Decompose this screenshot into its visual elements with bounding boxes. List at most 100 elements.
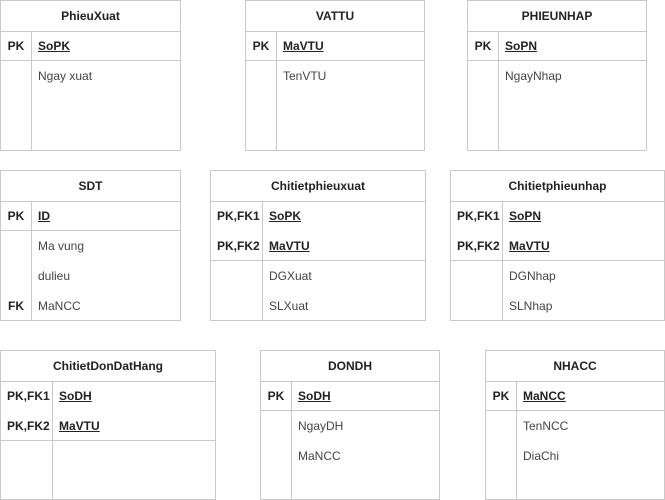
attribute-row: PK,FK2 MaVTU [211, 231, 425, 261]
key-marker [211, 291, 262, 321]
attribute-row: PK SoDH [261, 381, 439, 411]
entity-title: Chitietphieunhap [451, 171, 664, 202]
attribute-row: PK,FK2 MaVTU [1, 411, 215, 441]
key-marker: PK [267, 389, 285, 403]
entity-vattu[interactable]: VATTU PK MaVTU TenVTU [245, 0, 425, 151]
key-marker: PK [252, 39, 270, 53]
key-marker [468, 61, 498, 91]
attribute-row: NgayDH [261, 411, 439, 441]
entity-title: DONDH [261, 351, 439, 382]
attribute-row: PK,FK2 MaVTU [451, 231, 664, 261]
key-marker: FK [8, 299, 24, 313]
attribute-row: Ma vung [1, 231, 180, 261]
key-marker [261, 411, 291, 441]
attribute-row: MaNCC [261, 441, 439, 471]
attribute-name: MaNCC [523, 389, 566, 403]
key-marker [1, 61, 31, 91]
attribute-row: PK SoPK [1, 31, 180, 61]
entity-title: Chitietphieuxuat [211, 171, 425, 202]
attribute-row: DiaChi [486, 441, 664, 471]
attribute-row: DGXuat [211, 261, 425, 291]
attribute-row: DGNhap [451, 261, 664, 291]
key-marker [261, 441, 291, 471]
attribute-name: SoPN [509, 209, 542, 223]
key-marker [486, 441, 516, 471]
key-marker: PK [474, 39, 492, 53]
attribute-name: MaVTU [269, 239, 310, 253]
entity-dondh[interactable]: DONDH PK SoDH NgayDH MaNCC [260, 350, 440, 500]
key-marker [486, 411, 516, 441]
entity-title: PHIEUNHAP [468, 1, 646, 32]
attribute-row: Ngay xuat [1, 61, 180, 91]
attribute-name: Ngay xuat [38, 69, 93, 83]
attribute-name: TenVTU [283, 69, 327, 83]
key-marker [451, 261, 502, 291]
entity-title: PhieuXuat [1, 1, 180, 32]
entity-title: ChitietDonDatHang [1, 351, 215, 382]
key-marker [246, 61, 276, 91]
key-column-divider [516, 381, 517, 499]
key-marker: PK,FK1 [7, 389, 50, 403]
entity-title: SDT [1, 171, 180, 202]
attribute-row: TenNCC [486, 411, 664, 441]
attribute-name: TenNCC [523, 419, 569, 433]
key-marker: PK,FK2 [7, 419, 50, 433]
key-column-divider [276, 31, 277, 150]
attribute-name: DGXuat [269, 269, 312, 283]
attribute-row: PK MaNCC [486, 381, 664, 411]
attribute-name: SoPK [38, 39, 71, 53]
attribute-row: TenVTU [246, 61, 424, 91]
attribute-row: PK SoPN [468, 31, 646, 61]
attribute-name: ID [38, 209, 50, 223]
attribute-row: PK MaVTU [246, 31, 424, 61]
attribute-name: SoPN [505, 39, 538, 53]
attribute-row: PK,FK1 SoDH [1, 381, 215, 411]
key-column-divider [31, 31, 32, 150]
attribute-name: SoDH [59, 389, 92, 403]
key-marker: PK,FK1 [457, 209, 500, 223]
key-marker [1, 261, 31, 291]
key-marker: PK [7, 39, 25, 53]
entity-title: VATTU [246, 1, 424, 32]
attribute-row: dulieu [1, 261, 180, 291]
entity-title: NHACC [486, 351, 664, 382]
attribute-name: NgayNhap [505, 69, 562, 83]
key-marker [211, 261, 262, 291]
key-column-divider [291, 381, 292, 499]
attribute-name: SLNhap [509, 299, 553, 313]
attribute-name: MaVTU [509, 239, 550, 253]
entity-nhacc[interactable]: NHACC PK MaNCC TenNCC DiaChi [485, 350, 665, 500]
key-marker [1, 231, 31, 261]
key-column-divider [31, 201, 32, 320]
key-marker: PK,FK2 [457, 239, 500, 253]
attribute-name: DiaChi [523, 449, 560, 463]
attribute-name: SoDH [298, 389, 331, 403]
attribute-row: SLNhap [451, 291, 664, 321]
key-marker: PK,FK2 [217, 239, 260, 253]
attribute-name: dulieu [38, 269, 71, 283]
attribute-name: MaVTU [283, 39, 324, 53]
attribute-name: SoPK [269, 209, 302, 223]
key-column-divider [498, 31, 499, 150]
attribute-row: SLXuat [211, 291, 425, 321]
attribute-name: DGNhap [509, 269, 556, 283]
attribute-row: FK MaNCC [1, 291, 180, 321]
attribute-row: NgayNhap [468, 61, 646, 91]
attribute-name: MaNCC [38, 299, 81, 313]
attribute-name: NgayDH [298, 419, 344, 433]
attribute-name: MaVTU [59, 419, 100, 433]
key-marker: PK [492, 389, 510, 403]
key-marker: PK,FK1 [217, 209, 260, 223]
attribute-name: MaNCC [298, 449, 341, 463]
attribute-name: SLXuat [269, 299, 309, 313]
attribute-row: PK,FK1 SoPN [451, 201, 664, 231]
entity-phieunhap[interactable]: PHIEUNHAP PK SoPN NgayNhap [467, 0, 647, 151]
attribute-row: PK,FK1 SoPK [211, 201, 425, 231]
